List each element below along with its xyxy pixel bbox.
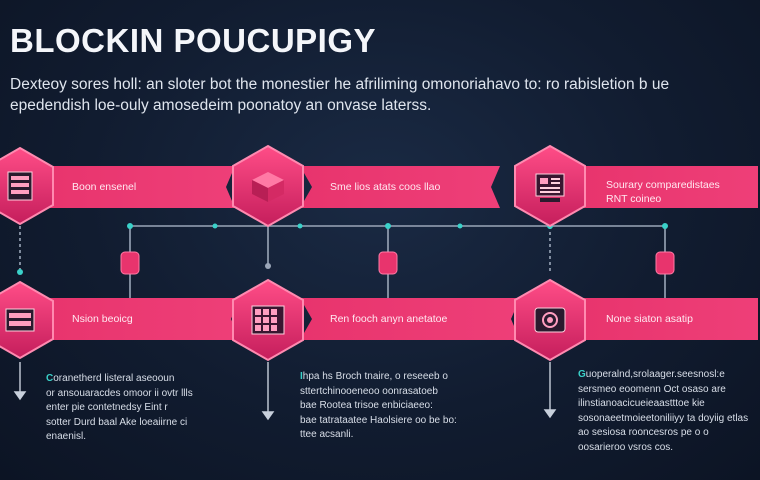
top-banner-2 xyxy=(300,166,500,208)
description-2: Ihpa hs Broch tnaire, o reseeeb o sttert… xyxy=(300,370,480,443)
description-2-lead: I xyxy=(300,371,303,382)
description-3: Guoperalnd,srolaager.seesnosl:e sersmeo … xyxy=(578,368,758,455)
description-3-lead: G xyxy=(578,369,586,380)
top-label-1: Boon ensenel xyxy=(72,181,137,193)
cube-icon xyxy=(252,172,284,202)
timeline-dots xyxy=(17,223,668,275)
bottom-label-2: Ren fooch anyn anetatoe xyxy=(330,313,448,325)
bottom-banner-1 xyxy=(40,298,240,340)
document-stack-icon xyxy=(535,173,565,202)
description-1-lead: C xyxy=(46,373,54,384)
bottom-label-1: Nsion beoicg xyxy=(72,313,133,325)
subtitle: Dexteoy sores holl: an sloter bot the mo… xyxy=(10,74,750,116)
bottom-label-3: None siaton asatip xyxy=(606,313,693,325)
description-1: Coranetherd listeral aseooun or ansouara… xyxy=(46,372,226,445)
timeline-connector xyxy=(19,225,666,298)
top-label-3: Sourary comparedistaes xyxy=(606,179,720,191)
top-label-3b: RNT coineo xyxy=(606,193,662,205)
description-1-line-2: or ansouaracdes omoor ii ovtr llls xyxy=(46,387,193,399)
bottom-banner-3 xyxy=(575,298,758,340)
description-1-line-4: sotter Durd baal Ake loeaiirne ci xyxy=(46,416,188,428)
grid-chip-icon xyxy=(251,305,285,335)
description-2-line-5: ttee acsanli. xyxy=(300,429,354,440)
description-2-line-1: hpa hs Broch tnaire, o reseeeb o xyxy=(302,371,448,382)
page-title: BLOCKIN POUCUPIGY xyxy=(10,22,377,59)
drawer-icon xyxy=(5,308,35,332)
camera-safe-icon xyxy=(534,307,566,333)
down-arrows xyxy=(13,362,557,421)
description-1-line-1: oranetherd listeral aseooun xyxy=(53,373,175,384)
bottom-banner-2 xyxy=(300,298,520,340)
description-2-line-2: sttertchinooeneoo oonrasatoeb xyxy=(300,385,438,397)
subtitle-line-1: Dexteoy sores holl: an sloter bot the mo… xyxy=(10,76,670,93)
subtitle-line-2: epedendish loe-ouly amosedeim poonatoy a… xyxy=(10,97,432,114)
description-3-line-2: sersmeo eoomenn Oct osaso are xyxy=(578,383,726,395)
description-3-line-1: uoperalnd,srolaager.seesnosl:e xyxy=(585,369,725,380)
description-1-line-5: enaenisl. xyxy=(46,431,87,442)
top-banner-3 xyxy=(575,166,758,208)
description-3-line-6: oosarieroo vsros cos. xyxy=(578,441,674,453)
description-1-line-3: enter pie contetnedsy Eint r xyxy=(46,402,168,413)
top-banner-1 xyxy=(40,166,235,208)
description-3-line-3: ilinstianoacicueieaastttoe kie xyxy=(578,398,705,409)
description-2-line-4: bae tatrataatee Haolsiere oo be bo: xyxy=(300,414,457,426)
description-2-line-3: bae Rootea trisoe enbiciaeeo: xyxy=(300,400,433,411)
timeline-capsules xyxy=(120,251,675,275)
server-rack-icon xyxy=(7,171,33,201)
top-label-2: Sme lios atats coos llao xyxy=(330,181,441,193)
description-3-line-4: sosonaeetmoieetoniliiyy ta doyiig etlas xyxy=(578,412,749,424)
description-3-line-5: ao sesiosa rooncesros pe o o xyxy=(578,427,709,438)
